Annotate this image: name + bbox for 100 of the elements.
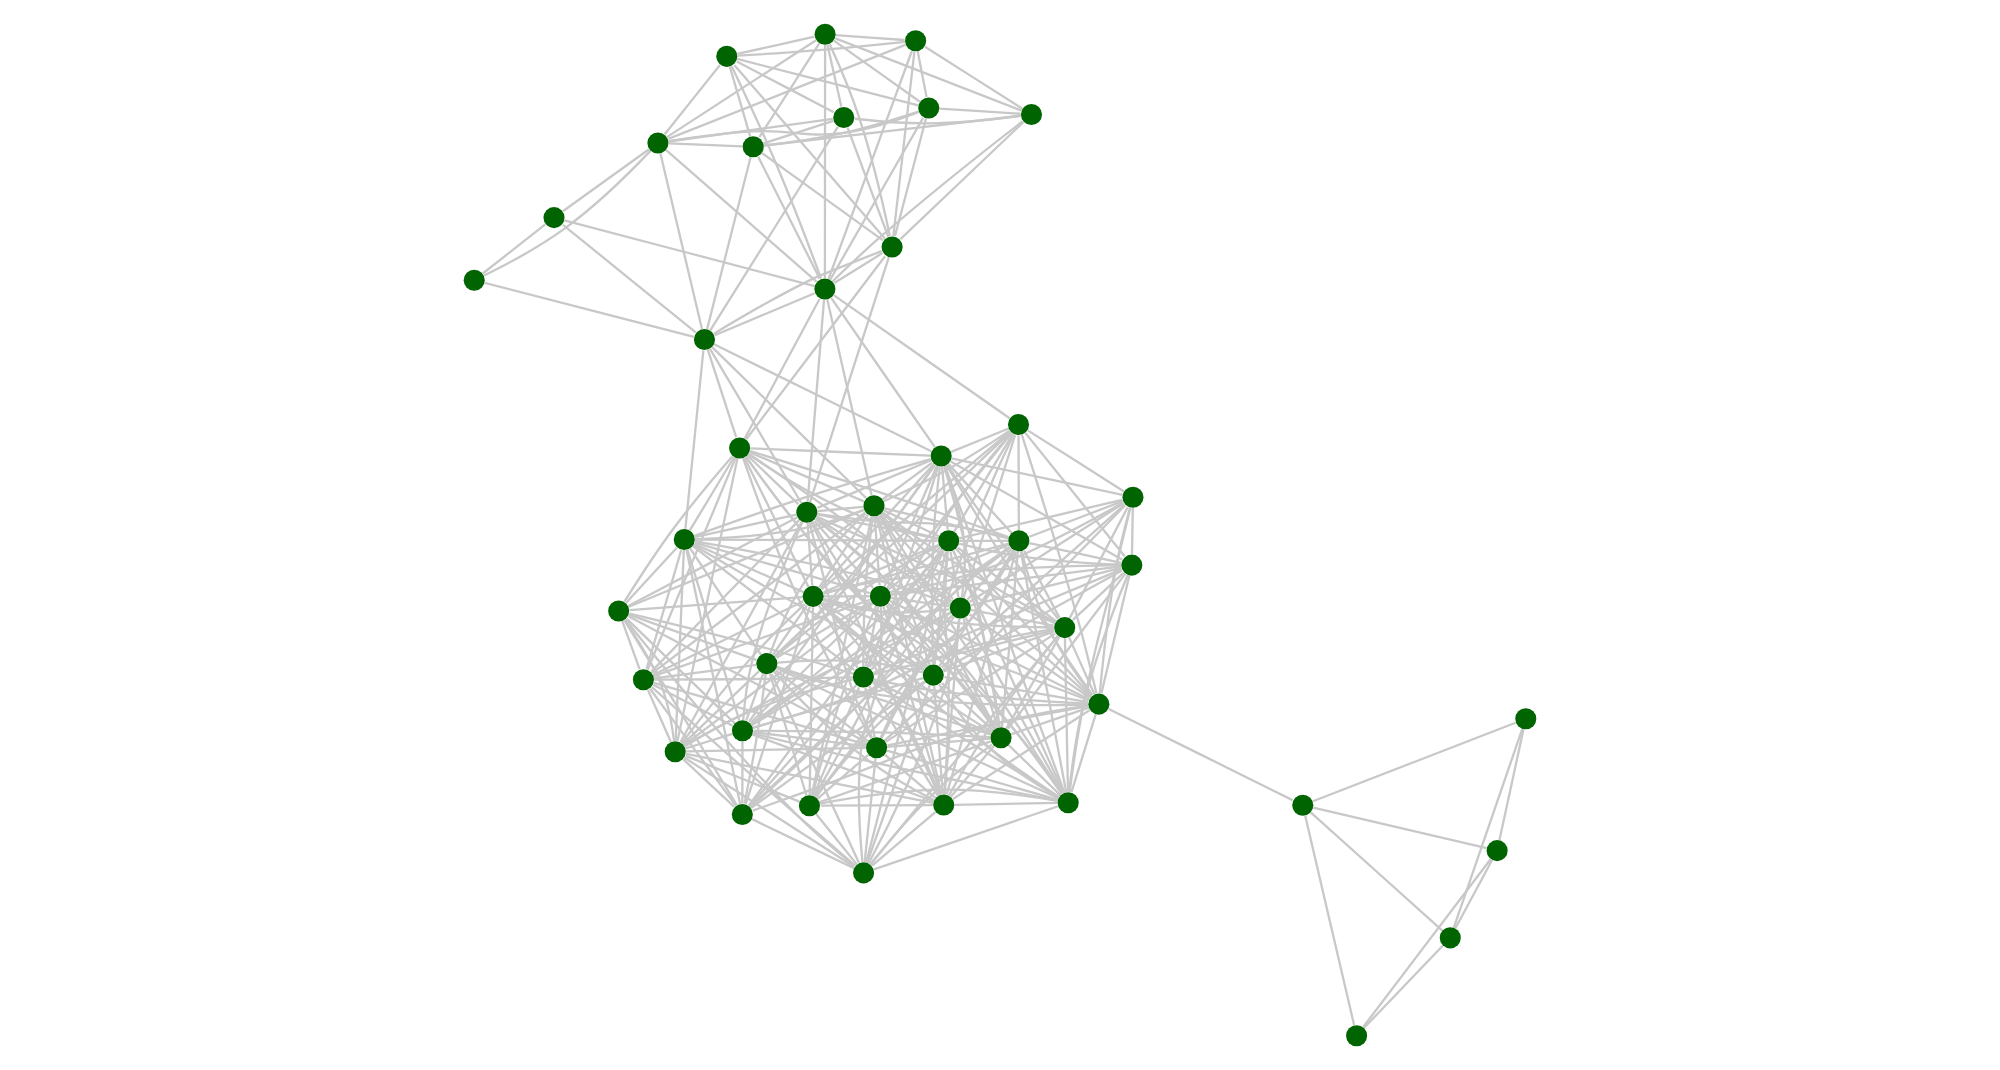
- connector: [943, 630, 1055, 673]
- connector: [1312, 721, 1516, 803]
- connector: [889, 543, 1010, 594]
- connector: [749, 546, 1011, 809]
- connector: [686, 746, 866, 753]
- connector: [884, 507, 1009, 540]
- connector: [705, 156, 752, 330]
- connector: [665, 149, 818, 283]
- connector: [808, 256, 890, 503]
- connector: [943, 466, 1001, 728]
- connector: [763, 110, 919, 147]
- connector: [752, 627, 1055, 729]
- connector: [742, 521, 804, 721]
- connector: [817, 512, 1009, 540]
- connector: [653, 598, 871, 678]
- connector: [876, 516, 931, 666]
- connector: [679, 521, 803, 743]
- connector: [623, 619, 738, 806]
- connector: [768, 673, 808, 796]
- connector: [651, 511, 866, 675]
- connector: [749, 450, 1009, 539]
- connector: [826, 44, 843, 107]
- connector: [863, 758, 877, 863]
- connector: [1498, 729, 1525, 841]
- connector: [695, 508, 865, 541]
- connector: [941, 503, 1126, 669]
- node-circle: [1008, 530, 1030, 552]
- connector: [968, 613, 1091, 699]
- connector: [676, 458, 739, 742]
- connector: [952, 709, 1091, 800]
- connector: [654, 676, 853, 681]
- connector: [816, 753, 870, 800]
- connector: [871, 811, 937, 867]
- connector: [819, 463, 935, 589]
- connector: [821, 601, 925, 671]
- connector: [668, 117, 834, 143]
- connector: [749, 603, 874, 724]
- connector: [776, 666, 1088, 707]
- node-circle: [1020, 103, 1042, 125]
- connector: [826, 299, 873, 496]
- connector: [750, 612, 952, 727]
- connector: [946, 464, 1059, 620]
- connector: [628, 613, 757, 661]
- connector: [924, 45, 1023, 110]
- connector: [868, 685, 939, 797]
- connector: [970, 566, 1122, 607]
- connector: [899, 121, 1025, 240]
- connector: [761, 152, 884, 242]
- node-circle: [1346, 1025, 1368, 1047]
- connector: [944, 675, 1089, 704]
- connector: [1024, 432, 1126, 557]
- connector: [483, 149, 652, 277]
- connector: [745, 255, 886, 440]
- connector: [774, 464, 936, 657]
- connector: [1072, 571, 1125, 621]
- connector: [815, 681, 926, 798]
- connector: [883, 509, 940, 538]
- node-circle: [933, 794, 955, 816]
- node-circle: [729, 437, 751, 459]
- connector: [811, 520, 927, 669]
- node-circle: [881, 236, 903, 258]
- connector: [652, 683, 734, 727]
- node-circle: [949, 597, 971, 619]
- connector: [808, 607, 815, 796]
- node-circle: [693, 329, 715, 351]
- connector: [830, 297, 936, 448]
- connector: [817, 513, 938, 540]
- connector: [872, 681, 1060, 798]
- connector: [1068, 506, 1129, 619]
- connector: [823, 542, 1009, 595]
- connector: [746, 454, 800, 505]
- node-circle: [802, 585, 824, 607]
- connector: [945, 464, 1094, 696]
- connector: [968, 502, 1125, 603]
- connector: [887, 603, 996, 730]
- connector: [692, 545, 856, 672]
- connector: [650, 519, 801, 673]
- connector: [1020, 434, 1098, 694]
- connector: [1363, 944, 1444, 1029]
- connector: [857, 607, 883, 862]
- connector: [1098, 507, 1132, 694]
- connector: [878, 514, 997, 729]
- connector: [1027, 429, 1125, 493]
- connector: [867, 618, 961, 864]
- connector: [866, 685, 931, 864]
- connector: [777, 659, 924, 674]
- connector: [737, 40, 906, 57]
- connector: [752, 677, 924, 729]
- connector: [824, 595, 870, 598]
- connector: [833, 252, 884, 285]
- connector: [862, 516, 874, 667]
- connector: [621, 620, 641, 670]
- connector: [776, 665, 992, 736]
- connector: [819, 788, 1058, 805]
- connector: [889, 600, 1090, 701]
- connector: [815, 517, 952, 604]
- connector: [1000, 551, 1020, 728]
- connector: [736, 57, 919, 107]
- node-circle: [1057, 792, 1079, 814]
- connector: [659, 153, 704, 330]
